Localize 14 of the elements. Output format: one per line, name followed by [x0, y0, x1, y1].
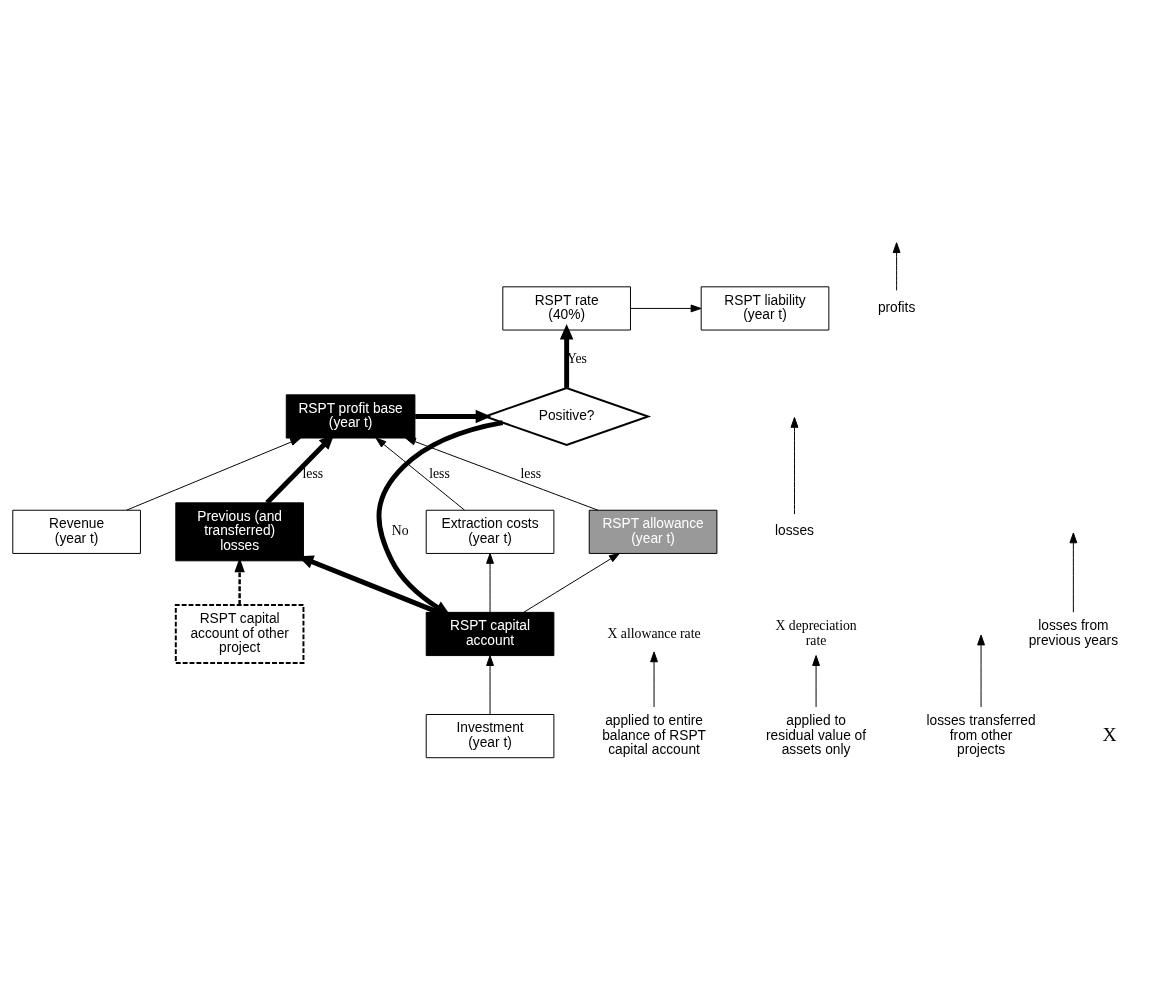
node-text: profits	[877, 299, 916, 315]
node-text: X allowance rate	[607, 625, 701, 641]
node-text: losses transferred from other projects	[926, 712, 1036, 757]
edge-label: less	[429, 465, 450, 481]
node-text: losses from previous years	[1028, 617, 1119, 648]
node-text: applied to entire balance of RSPT capital account	[602, 712, 706, 757]
edge-label: No	[391, 522, 409, 538]
label: X	[1102, 722, 1117, 745]
node-text: X depreciation rate	[775, 617, 857, 648]
edge-label: less	[520, 465, 542, 481]
node-text: applied to residual value of assets only	[766, 712, 867, 757]
edge-label: Yes	[566, 350, 587, 366]
edge-label: less	[302, 465, 324, 481]
node-text: losses	[775, 522, 814, 538]
